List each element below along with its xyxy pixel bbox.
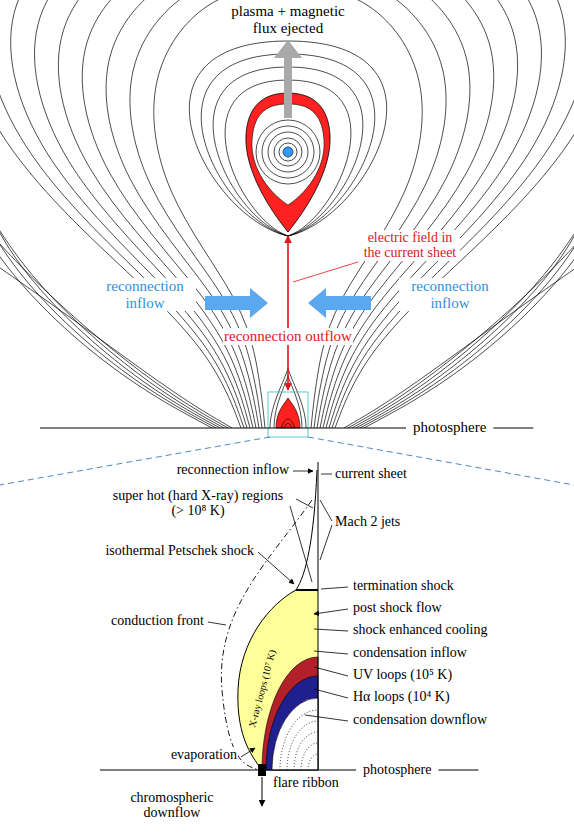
field-line (0, 160, 224, 428)
field-line (0, 40, 212, 428)
hot-region-label: super hot (hard X-ray) regions (> 10⁸ K) (108, 488, 288, 519)
post-flare-loops (276, 398, 300, 428)
photosphere-line (493, 428, 533, 429)
current-sheet (318, 462, 319, 770)
field-line (130, 0, 446, 428)
inflow-arrow (205, 288, 268, 318)
field-line (356, 120, 574, 428)
loop-label: Hα loops (10⁴ K) (352, 689, 451, 704)
field-line (189, 41, 386, 236)
zoom-box (268, 392, 308, 437)
loop-label: UV loops (10⁵ K) (352, 667, 453, 682)
termination-shock (296, 589, 318, 591)
zoom-lines (0, 437, 574, 485)
field-line (82, 0, 494, 428)
current-sheet-label: current sheet (334, 466, 408, 481)
photosphere-label: photosphere (412, 419, 487, 436)
leader-line (293, 262, 358, 282)
ejection-arrow-shaft (284, 56, 292, 118)
field-line (0, 240, 232, 428)
field-line (201, 54, 375, 236)
photosphere-line (438, 770, 478, 771)
loop-lines (281, 419, 295, 428)
field-line (154, 0, 422, 428)
photosphere-line (100, 770, 356, 771)
field-line (0, 120, 220, 428)
field-line (11, 0, 566, 428)
flow-label: post shock flow (352, 600, 443, 615)
inflow-label: reconnection inflow (176, 462, 290, 477)
cool-loop-region (272, 698, 318, 770)
conduction-front (221, 500, 312, 770)
xray-loop-label: X-ray loops (10⁷ K) (246, 647, 278, 729)
field-line (35, 0, 542, 428)
field-line (344, 240, 574, 428)
field-line (0, 200, 228, 428)
photosphere-label: photosphere (362, 762, 432, 777)
field-line (348, 200, 574, 428)
ribbon-label: flare ribbon (272, 775, 340, 790)
electric-field-label: electric field in the current sheet (360, 230, 460, 261)
downflow-label: chromospheric downflow (116, 790, 228, 821)
downflow-arrow (262, 777, 263, 806)
shock-label: termination shock (352, 578, 455, 593)
field-line (106, 0, 470, 428)
field-line (360, 80, 574, 428)
halpha-loop-band (266, 676, 318, 770)
inflow-label: reconnection inflow (94, 278, 196, 311)
inflow-label: reconnection inflow (399, 278, 501, 311)
dotted-loops (280, 710, 318, 770)
flux-rope-core (252, 104, 324, 205)
field-lines (0, 0, 574, 428)
evaporation-label: evaporation (170, 747, 238, 762)
jets-label: Mach 2 jets (334, 514, 401, 529)
flux-rope-circles (256, 120, 320, 184)
field-line (58, 0, 517, 428)
field-line (0, 80, 216, 428)
ejection-label: plasma + magnetic flux ejected (225, 3, 352, 36)
outflow-arrow (287, 236, 289, 300)
flow-label: condensation inflow (352, 645, 468, 660)
flow-label: condensation downflow (352, 712, 488, 727)
ejection-arrow-head (274, 40, 302, 58)
conduction-label: conduction front (110, 613, 205, 628)
cooling-label: shock enhanced cooling (352, 622, 489, 637)
flare-ribbon (258, 764, 266, 776)
field-line (0, 0, 574, 428)
xray-loop-region (238, 590, 318, 770)
field-line (0, 0, 574, 428)
flux-rope-axis (283, 147, 293, 157)
shock-label: isothermal Petschek shock (104, 543, 255, 558)
outflow-arrow (287, 300, 289, 390)
inflow-arrow (308, 288, 371, 318)
outflow-label: reconnection outflow (223, 328, 353, 345)
photosphere-line (40, 428, 406, 429)
field-line (352, 160, 574, 428)
